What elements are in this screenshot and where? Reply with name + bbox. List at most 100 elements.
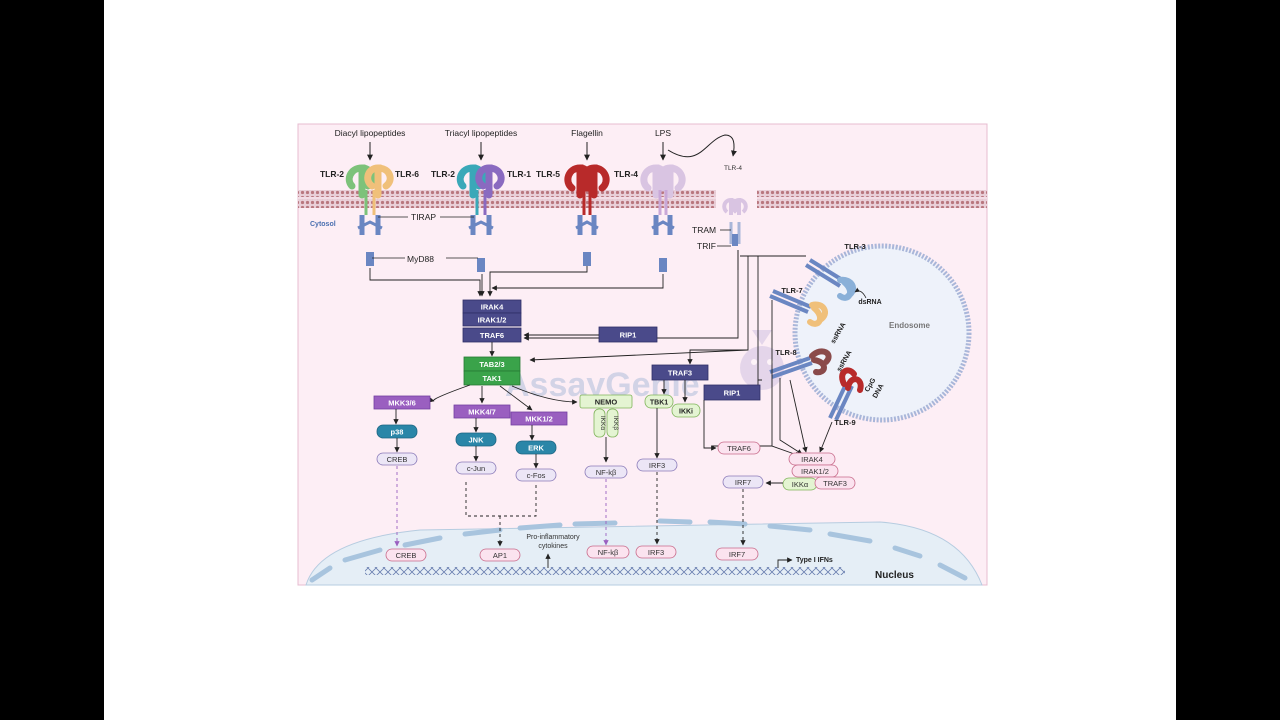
tlr6-label: TLR-6 — [395, 169, 419, 179]
tlr8-label: TLR-8 — [775, 348, 796, 357]
irf3-pill — [636, 458, 678, 472]
nuc-ap1-label: AP1 — [493, 551, 507, 560]
endosome — [792, 243, 972, 423]
tlr8-receptor — [769, 348, 832, 379]
watermark-mascot-icon — [740, 330, 784, 390]
tbk1-label: TBK1 — [650, 400, 668, 407]
mkk36-label: MKK3/6 — [388, 399, 416, 408]
tlr4-endocytosed-receptor — [722, 197, 748, 246]
tlr9-receptor — [828, 367, 864, 421]
tlr3-label: TLR-3 — [844, 242, 865, 251]
proinflammatory-label-line2: cytokines — [538, 543, 568, 550]
mkk47-box — [453, 404, 511, 419]
tlr5-label: TLR-5 — [536, 169, 560, 179]
p38-label: p38 — [391, 428, 404, 437]
nuc-irf7-label: IRF7 — [729, 550, 745, 559]
nucleus-label: Nucleus — [875, 570, 914, 581]
cfos-pill — [515, 468, 557, 482]
mkk36-box — [373, 395, 431, 410]
nuc-irf3-label: IRF3 — [648, 548, 664, 557]
nuc-irf3-pill — [635, 545, 677, 559]
irf3-label: IRF3 — [649, 461, 665, 470]
endosome-label: Endosome — [889, 321, 930, 330]
irf7-label: IRF7 — [735, 478, 751, 487]
tlr1-label: TLR-1 — [507, 169, 531, 179]
mkk12-label: MKK1/2 — [525, 415, 553, 424]
ligand-flagellin-label: Flagellin — [571, 128, 603, 138]
ikka-pill-label: IKKα — [792, 480, 809, 489]
nfkb-pill — [584, 465, 628, 479]
ligand-diacyl-label: Diacyl lipopeptides — [335, 128, 406, 138]
cfos-label: c-Fos — [527, 471, 546, 480]
erk-label: ERK — [528, 444, 544, 453]
nuc-nfkb-label: NF-kβ — [598, 548, 619, 557]
creb-pill — [376, 452, 418, 466]
creb-label: CREB — [387, 455, 408, 464]
dna-strand — [365, 567, 845, 575]
tram-label: TRAM — [692, 225, 716, 235]
tlr2-label: TLR-2 — [320, 169, 344, 179]
trif-label: TRIF — [697, 241, 716, 251]
dsrna-label: dsRNA — [858, 299, 881, 306]
irak12-pill — [791, 464, 839, 478]
traf6-label: TRAF6 — [480, 331, 504, 340]
ikki-label: IKKi — [679, 409, 693, 416]
mkk47-label: MKK4/7 — [468, 408, 496, 417]
traf6-pill — [717, 441, 761, 455]
rip1-left-label: RIP1 — [620, 331, 637, 340]
traf3-pill — [814, 476, 856, 490]
traf3-label: TRAF3 — [668, 369, 692, 378]
tlr4-receptor — [640, 164, 686, 272]
tlr2b-label: TLR-2 — [431, 169, 455, 179]
ikka-small-box — [593, 408, 606, 438]
rip1-right-box — [703, 384, 761, 401]
jnk-label: JNK — [468, 436, 484, 445]
cjun-label: c-Jun — [467, 464, 485, 473]
ligand-triacyl-label: Triacyl lipopeptides — [445, 128, 517, 138]
tlr7-receptor — [769, 289, 829, 327]
myd88-label: MyD88 — [407, 254, 434, 264]
nuclear-pores — [309, 518, 968, 583]
cjun-pill — [455, 461, 497, 475]
traf3-pill-label: TRAF3 — [823, 479, 847, 488]
nemo-box — [579, 394, 633, 409]
nuc-irf7-pill — [715, 547, 759, 561]
irak4-label: IRAK4 — [481, 303, 504, 312]
mkk12-box — [510, 411, 568, 426]
irf7-pill — [722, 475, 764, 489]
ikkb-small-box — [606, 408, 619, 438]
tlr5-receptor — [564, 164, 610, 266]
tak1-box — [463, 370, 521, 386]
irak12-pill-label: IRAK1/2 — [801, 467, 829, 476]
tlr4-endo-label: TLR-4 — [724, 165, 742, 172]
nuc-creb-label: CREB — [396, 551, 417, 560]
tlr9-label: TLR-9 — [834, 418, 855, 427]
ikka-small-label: IKKα — [599, 416, 606, 430]
nuc-nfkb-pill — [586, 545, 630, 559]
tirap-label: TIRAP — [411, 212, 436, 222]
cytosol-label: Cytosol — [310, 221, 336, 228]
ikkb-small-label: IKKβ — [612, 416, 619, 430]
irak4-pill-label: IRAK4 — [801, 455, 823, 464]
traf3-box — [651, 364, 709, 381]
nemo-label: NEMO — [595, 398, 618, 407]
rip1-right-label: RIP1 — [724, 389, 741, 398]
tlr4-label: TLR-4 — [614, 169, 638, 179]
nuc-ap1-pill — [479, 548, 521, 562]
tbk1-box — [644, 394, 674, 409]
tlr7-label: TLR-7 — [781, 286, 802, 295]
tlr2-tlr1-receptor — [456, 164, 505, 272]
irak12-box — [462, 312, 522, 327]
ikki-box — [671, 403, 701, 418]
nfkb-label: NF-kβ — [596, 468, 617, 477]
ligand-lps-label: LPS — [655, 128, 671, 138]
tak1-label: TAK1 — [482, 374, 501, 383]
traf6-pill-label: TRAF6 — [727, 444, 751, 453]
rip1-left-box — [598, 326, 658, 343]
nuc-creb-pill — [385, 548, 427, 562]
type1-ifn-label: Type I IFNs — [796, 557, 833, 564]
tlr3-receptor — [804, 258, 857, 301]
irak12-label: IRAK1/2 — [478, 316, 507, 325]
tab23-label: TAB2/3 — [479, 360, 504, 369]
